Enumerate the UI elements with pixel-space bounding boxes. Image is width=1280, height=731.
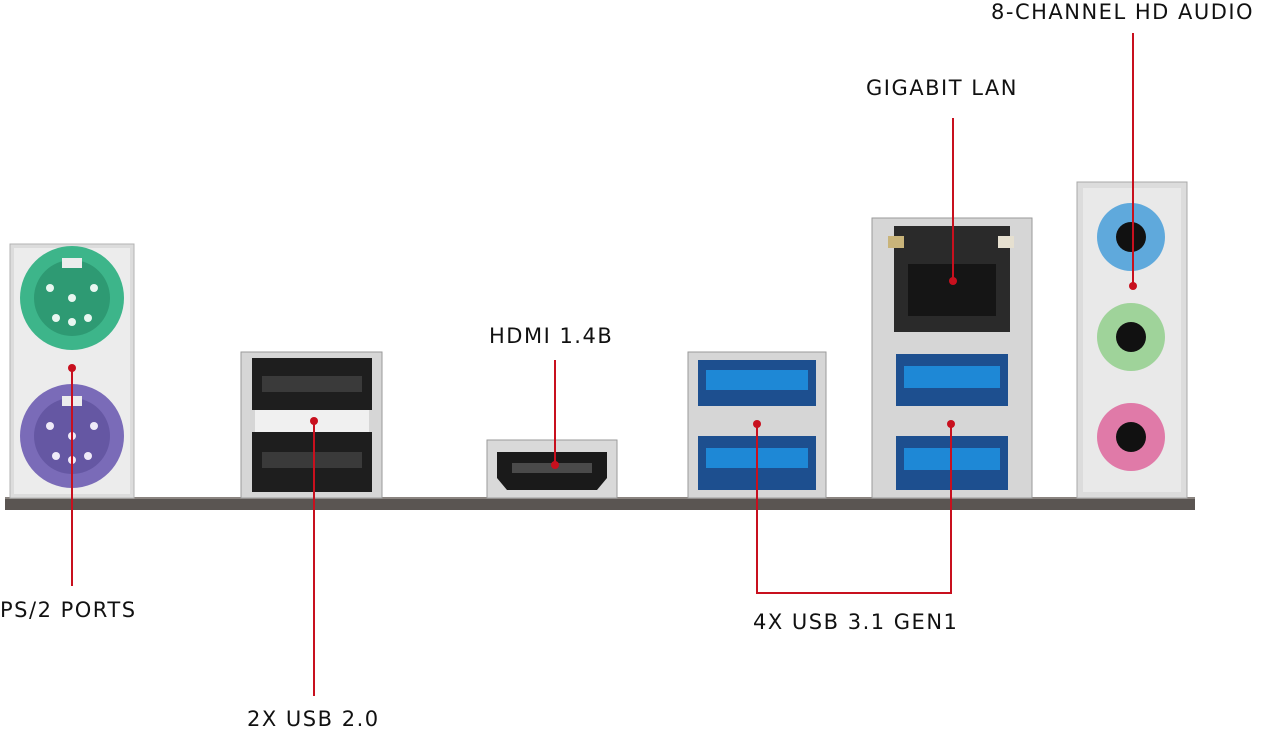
usb2-stack — [240, 351, 383, 499]
pcb-board-strip — [5, 497, 1195, 510]
label-hdmi: HDMI 1.4B — [489, 324, 614, 348]
label-usb3: 4X USB 3.1 GEN1 — [753, 610, 959, 634]
label-8-channel-hd-audio: 8-CHANNEL HD AUDIO — [991, 0, 1255, 24]
label-usb2: 2X USB 2.0 — [247, 707, 380, 731]
leader-usb3 — [756, 424, 952, 594]
label-ps2-ports: PS/2 PORTS — [0, 598, 137, 622]
label-gigabit-lan: GIGABIT LAN — [866, 76, 1018, 100]
hdmi-port — [486, 439, 618, 499]
